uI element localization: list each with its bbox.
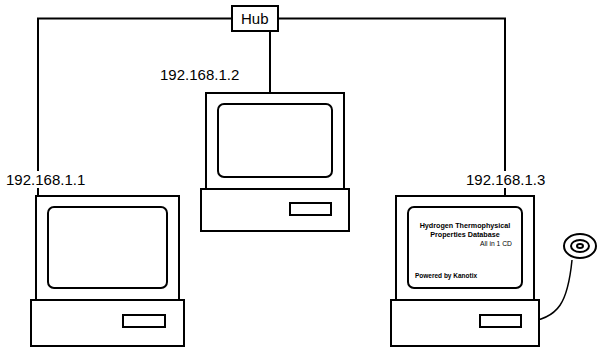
computer-base: [391, 300, 539, 346]
screen-area: [50, 209, 165, 286]
monitor: [36, 196, 179, 300]
screen-text: Powered by Kanotix: [415, 272, 477, 279]
monitor-screen: [218, 104, 332, 177]
computer-outline: [30, 195, 185, 347]
screen-area: Hydrogen Thermophysical Properties Datab…: [410, 209, 520, 286]
ip-address: 192.168.1.1: [4, 171, 87, 188]
computer-outline: [390, 195, 540, 347]
monitor-screen: [48, 207, 167, 288]
hub-label: Hub: [241, 10, 269, 27]
drive-slot: [123, 315, 165, 327]
screen-text: Hydrogen Thermophysical Properties Datab…: [410, 209, 520, 239]
screen-area: [220, 106, 330, 175]
computer: 192.168.1.2: [200, 92, 350, 232]
cd-disc: [564, 234, 596, 258]
ip-address: 192.168.1.2: [158, 66, 241, 83]
drive-slot: [290, 203, 331, 215]
screen-text: All in 1 CD: [410, 240, 520, 247]
computer-outline: [200, 92, 350, 232]
monitor-screen: [408, 207, 522, 288]
network-cable: [269, 32, 271, 92]
computer-base: [31, 300, 184, 346]
drive-slot: [480, 315, 521, 327]
monitor: [396, 196, 534, 300]
network-cable: [38, 19, 231, 196]
monitor: [206, 93, 344, 189]
computer-base: [201, 189, 349, 231]
ip-address: 192.168.1.3: [464, 171, 547, 188]
computer: 192.168.1.1: [30, 195, 185, 347]
hub-box: Hub: [231, 5, 279, 32]
computer: Hydrogen Thermophysical Properties Datab…: [390, 195, 540, 347]
